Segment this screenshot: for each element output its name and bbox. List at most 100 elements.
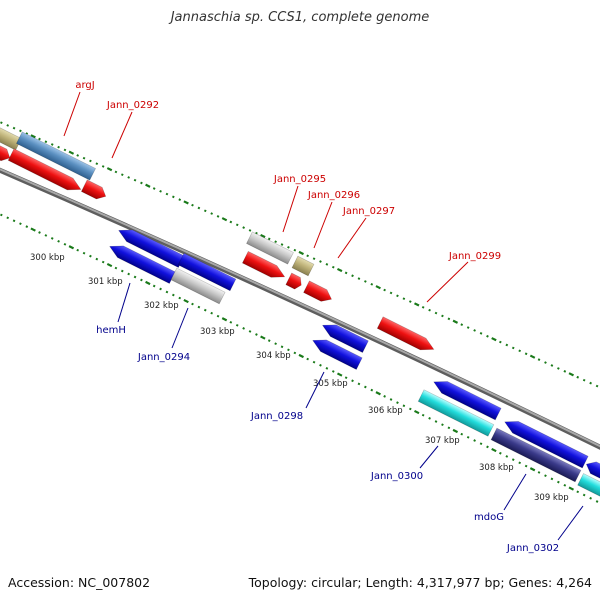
outer-tick xyxy=(557,367,560,370)
feature-gene[interactable] xyxy=(0,125,22,151)
reverse-gene-label[interactable]: mdoG xyxy=(474,512,504,523)
reverse-gene-label[interactable]: Jann_0302 xyxy=(506,543,559,554)
feature-gene[interactable] xyxy=(502,416,589,469)
inner-tick xyxy=(133,275,137,279)
outer-tick xyxy=(38,137,41,141)
feature-gene[interactable] xyxy=(242,250,287,282)
reverse-gene-label[interactable]: Jann_0298 xyxy=(250,411,303,422)
outer-tick xyxy=(466,326,470,329)
feature-gene[interactable] xyxy=(246,231,294,265)
inner-tick xyxy=(319,363,322,367)
inner-tick xyxy=(19,222,22,226)
reverse-gene-label[interactable]: Jann_0300 xyxy=(370,471,423,482)
feature-gene[interactable] xyxy=(80,179,108,202)
inner-tick xyxy=(203,308,207,312)
scale-label: 303 kbp xyxy=(200,327,235,337)
inner-tick xyxy=(267,339,271,342)
outer-tick xyxy=(203,209,207,213)
outer-tick xyxy=(280,243,284,246)
outer-tick xyxy=(375,285,381,290)
outer-tick xyxy=(260,233,266,239)
forward-gene-label[interactable]: Jann_0295 xyxy=(273,174,326,185)
inner-tick xyxy=(197,305,201,309)
inner-tick xyxy=(95,257,99,261)
outer-tick xyxy=(216,215,220,218)
inner-tick xyxy=(595,500,599,503)
forward-gene-label[interactable]: Jann_0296 xyxy=(307,190,360,201)
feature-gene[interactable] xyxy=(16,131,96,181)
reverse-gene-label[interactable]: Jann_0294 xyxy=(137,352,190,363)
feature-gene[interactable] xyxy=(0,141,13,163)
outer-tick xyxy=(178,198,182,201)
feature-gene[interactable] xyxy=(320,319,369,353)
inner-tick xyxy=(537,471,541,474)
inner-tick xyxy=(114,266,118,270)
outer-tick xyxy=(383,288,386,292)
outer-tick xyxy=(165,192,169,196)
scale-label: 306 kbp xyxy=(368,406,403,416)
reverse-gene-label[interactable]: hemH xyxy=(96,325,126,336)
forward-gene-label[interactable]: Jann_0299 xyxy=(448,251,501,262)
outer-tick xyxy=(428,308,431,312)
feature-gene[interactable] xyxy=(116,225,185,268)
reverse-leader-line xyxy=(171,307,189,349)
outer-tick xyxy=(255,231,258,235)
reverse-leader-line xyxy=(503,473,527,511)
feature-gene[interactable] xyxy=(177,252,237,292)
feature-gene[interactable] xyxy=(417,389,495,437)
feature-gene[interactable] xyxy=(310,335,363,370)
outer-tick xyxy=(6,124,10,127)
outer-tick xyxy=(486,334,489,338)
forward-gene-label[interactable]: Jann_0292 xyxy=(106,100,159,111)
inner-tick xyxy=(336,372,343,377)
reverse-leader-line xyxy=(419,445,439,469)
outer-tick xyxy=(505,343,509,347)
forward-gene-label[interactable]: Jann_0297 xyxy=(342,206,395,217)
scale-label: 302 kbp xyxy=(144,301,179,311)
inner-tick xyxy=(505,455,509,458)
outer-tick xyxy=(396,294,399,298)
inner-tick xyxy=(210,311,214,315)
feature-gene[interactable] xyxy=(285,272,304,291)
inner-tick xyxy=(518,461,522,465)
inner-tick xyxy=(44,234,48,237)
inner-tick xyxy=(441,423,444,427)
inner-tick xyxy=(165,290,169,294)
inner-tick xyxy=(344,376,348,380)
scale-label: 308 kbp xyxy=(479,463,514,473)
inner-tick xyxy=(544,474,547,478)
outer-tick xyxy=(319,260,322,263)
outer-tick xyxy=(524,352,528,356)
feature-gene[interactable] xyxy=(170,267,226,305)
outer-tick xyxy=(414,302,420,307)
outer-tick xyxy=(44,140,48,144)
inner-tick xyxy=(274,342,277,346)
inner-tick xyxy=(38,231,41,234)
feature-gene[interactable] xyxy=(291,255,315,277)
outer-tick xyxy=(106,167,113,172)
forward-gene-label[interactable]: argJ xyxy=(75,80,94,91)
feature-gene[interactable] xyxy=(490,427,582,483)
outer-tick xyxy=(248,229,252,232)
feature-gene[interactable] xyxy=(7,148,84,196)
inner-tick xyxy=(491,447,497,453)
feature-gene[interactable] xyxy=(107,241,176,284)
inner-tick xyxy=(589,496,592,500)
feature-gene[interactable] xyxy=(577,473,600,499)
outer-tick xyxy=(312,257,316,261)
inner-tick xyxy=(293,351,297,355)
inner-tick xyxy=(331,370,335,373)
inner-tick xyxy=(127,272,131,276)
inner-tick xyxy=(550,477,554,481)
inner-tick xyxy=(89,254,92,258)
feature-gene[interactable] xyxy=(583,458,600,483)
inner-tick-ring xyxy=(0,213,599,503)
feature-gene[interactable] xyxy=(376,316,436,355)
feature-gene[interactable] xyxy=(303,280,335,305)
feature-gene[interactable] xyxy=(431,376,502,421)
inner-tick xyxy=(370,388,374,392)
outer-tick xyxy=(589,381,592,385)
inner-tick xyxy=(221,317,228,322)
